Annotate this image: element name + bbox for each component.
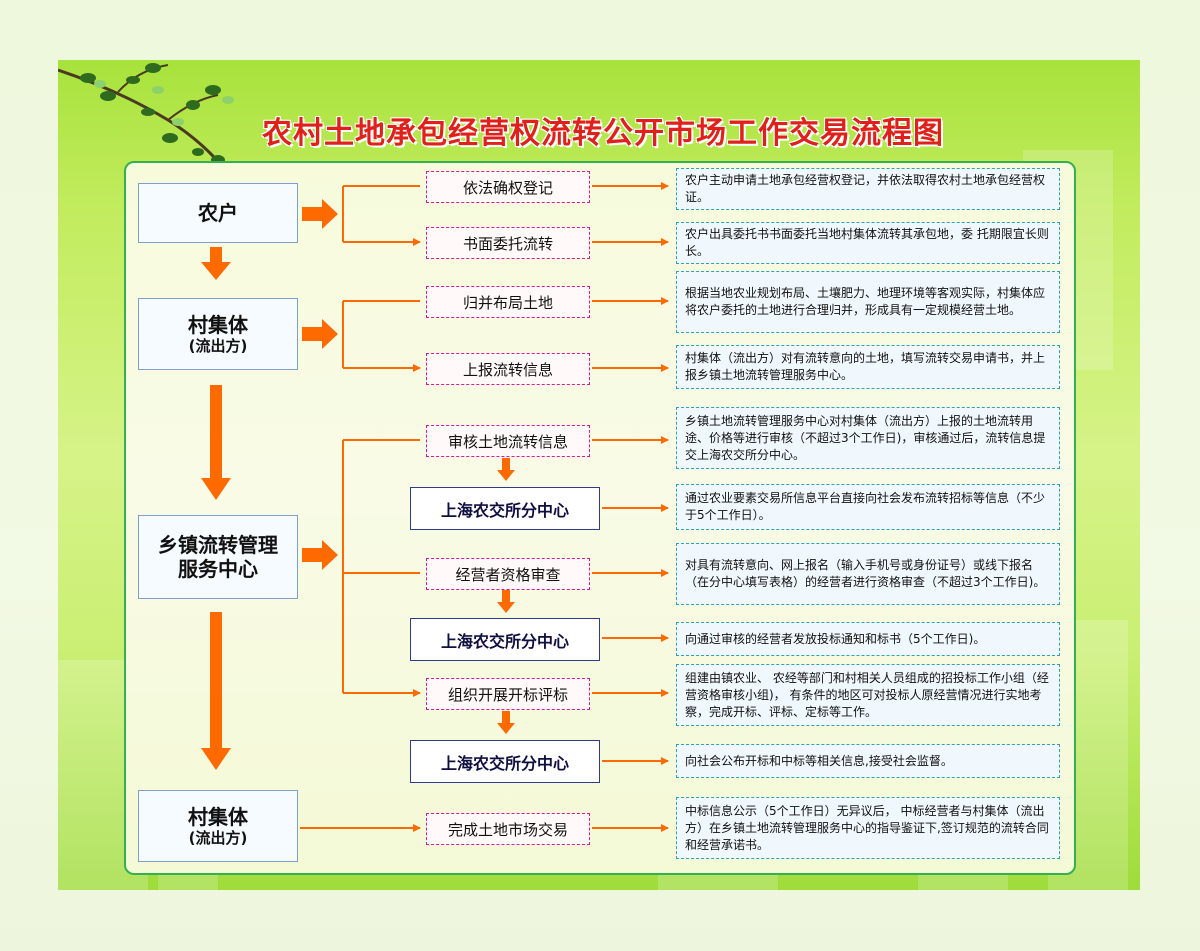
tree-branch-icon <box>58 63 245 184</box>
node-label: 村集体 <box>188 805 248 829</box>
township-service-center-node: 乡镇流转管理服务中心 <box>138 515 298 599</box>
farmer-node: 农户 <box>138 183 298 243</box>
exchange-center-box: 上海农交所分中心 <box>410 618 600 661</box>
node-sublabel: (流出方) <box>188 337 248 355</box>
step-box: 上报流转信息 <box>426 353 590 385</box>
description-box: 农户主动申请土地承包经营权登记，并依法取得农村土地承包经营权证。 <box>676 168 1060 210</box>
description-box: 组建由镇农业、 农经等部门和村相关人员组成的招投标工作小组（经营资格审核小组)，… <box>676 664 1060 726</box>
node-label: 村集体 <box>188 313 248 337</box>
node-label: 农户 <box>198 201 238 225</box>
description-box: 对具有流转意向、网上报名（输入手机号或身份证号）或线下报名（在分中心填写表格）的… <box>676 543 1060 605</box>
node-label: 乡镇流转管理服务中心 <box>158 533 278 581</box>
step-box: 完成土地市场交易 <box>426 813 590 845</box>
step-box: 书面委托流转 <box>426 227 590 259</box>
step-box: 依法确权登记 <box>426 171 590 203</box>
description-box: 根据当地农业规划布局、土壤肥力、地理环境等客观实际，村集体应将农户委托的土地进行… <box>676 271 1060 333</box>
description-box: 乡镇土地流转管理服务中心对村集体（流出方）上报的土地流转用途、价格等进行审核（不… <box>676 407 1060 469</box>
exchange-center-box: 上海农交所分中心 <box>410 487 600 530</box>
description-box: 向社会公布开标和中标等相关信息,接受社会监督。 <box>676 744 1060 778</box>
description-box: 村集体（流出方）对有流转意向的土地，填写流转交易申请书，并上报乡镇土地流转管理服… <box>676 345 1060 389</box>
description-box: 中标信息公示（5个工作日）无异议后， 中标经营者与村集体（流出方）在乡镇土地流转… <box>676 797 1060 859</box>
description-box: 农户出具委托书书面委托当地村集体流转其承包地，委 托期限宜长则长。 <box>676 222 1060 264</box>
exchange-center-box: 上海农交所分中心 <box>410 740 600 783</box>
step-box: 经营者资格审查 <box>426 558 590 590</box>
village-collective-node: 村集体 (流出方) <box>138 298 298 370</box>
step-box: 归并布局土地 <box>426 286 590 318</box>
description-box: 向通过审核的经营者发放投标通知和标书（5个工作日)。 <box>676 622 1060 656</box>
description-box: 通过农业要素交易所信息平台直接向社会发布流转招标等信息（不少于5个工作日）。 <box>676 484 1060 530</box>
step-box: 组织开展开标评标 <box>426 678 590 710</box>
step-box: 审核土地流转信息 <box>426 425 590 457</box>
page-title: 农村土地承包经营权流转公开市场工作交易流程图 <box>262 116 944 151</box>
node-sublabel: (流出方) <box>188 829 248 847</box>
village-collective-node-final: 村集体 (流出方) <box>138 790 298 862</box>
